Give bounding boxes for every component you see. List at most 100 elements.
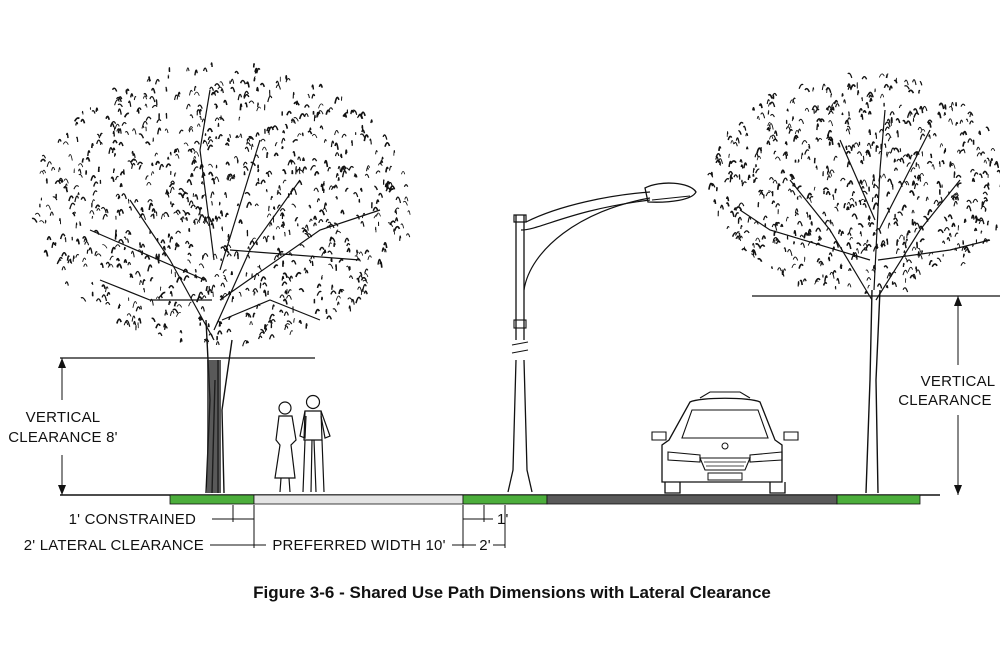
foliage-stroke (904, 79, 909, 86)
foliage-stroke (291, 119, 296, 124)
foliage-stroke (373, 214, 379, 219)
foliage-stroke (955, 195, 960, 201)
foliage-stroke (259, 282, 262, 289)
foliage-stroke (893, 221, 899, 227)
foliage-stroke (319, 125, 324, 130)
foliage-stroke (782, 268, 786, 275)
foliage-stroke (969, 112, 973, 118)
foliage-stroke (253, 76, 256, 82)
foliage-stroke (982, 170, 989, 175)
foliage-stroke (110, 246, 116, 254)
foliage-stroke (166, 193, 170, 198)
foliage-stroke (219, 81, 224, 86)
foliage-stroke (755, 237, 761, 243)
foliage-stroke (776, 183, 781, 190)
foliage-stroke (105, 208, 109, 214)
foliage-stroke (40, 158, 47, 163)
foliage-stroke (354, 255, 360, 260)
foliage-stroke (917, 247, 922, 253)
foliage-stroke (155, 160, 161, 166)
foliage-stroke (198, 316, 203, 321)
foliage-stroke (228, 315, 232, 321)
foliage-stroke (169, 151, 172, 156)
foliage-stroke (140, 243, 146, 248)
foliage-stroke (256, 86, 259, 92)
foliage-stroke (107, 263, 114, 268)
foliage-stroke (754, 163, 758, 168)
foliage-stroke (326, 315, 333, 320)
foliage-stroke (963, 218, 967, 223)
foliage-stroke (340, 166, 345, 173)
foliage-stroke (727, 170, 734, 175)
foliage-stroke (346, 242, 351, 247)
foliage-stroke (298, 169, 304, 174)
foliage-stroke (836, 202, 840, 207)
foliage-stroke (825, 107, 829, 111)
foliage-stroke (913, 112, 920, 118)
foliage-stroke (57, 138, 62, 143)
foliage-stroke (287, 289, 292, 294)
foliage-stroke (223, 99, 228, 106)
foliage-stroke (726, 131, 729, 137)
foliage-stroke (189, 114, 194, 119)
foliage-stroke (949, 161, 952, 167)
foliage-stroke (824, 219, 830, 225)
foliage-stroke (955, 121, 959, 126)
foliage-stroke (821, 83, 826, 91)
foliage-stroke (190, 172, 194, 178)
foliage-stroke (137, 249, 142, 254)
foliage-stroke (261, 146, 267, 151)
foliage-stroke (882, 173, 886, 179)
foliage-stroke (163, 325, 168, 330)
foliage-stroke (915, 269, 921, 275)
foliage-stroke (318, 209, 326, 216)
foliage-stroke (359, 271, 363, 276)
foliage-stroke (369, 138, 372, 145)
foliage-stroke (149, 229, 152, 234)
foliage-stroke (188, 128, 194, 133)
foliage-stroke (262, 282, 268, 287)
foliage-stroke (848, 180, 854, 185)
foliage-stroke (209, 86, 215, 91)
foliage-stroke (915, 266, 918, 271)
foliage-stroke (211, 284, 216, 291)
foliage-stroke (334, 152, 340, 157)
foliage-stroke (771, 134, 777, 140)
foliage-stroke (301, 132, 304, 137)
foliage-stroke (131, 315, 136, 322)
foliage-stroke (359, 133, 366, 138)
foliage-stroke (939, 143, 943, 148)
foliage-stroke (928, 252, 934, 257)
foliage-stroke (95, 107, 99, 112)
foliage-stroke (280, 224, 285, 228)
foliage-stroke (886, 207, 891, 213)
foliage-stroke (318, 110, 324, 115)
foliage-stroke (194, 269, 197, 273)
foliage-stroke (151, 208, 156, 213)
foliage-stroke (768, 176, 774, 181)
foliage-stroke (813, 157, 816, 164)
foliage-stroke (75, 222, 78, 229)
foliage-stroke (201, 172, 206, 178)
foliage-stroke (219, 210, 224, 217)
foliage-stroke (788, 128, 793, 134)
foliage-stroke (266, 213, 272, 218)
foliage-stroke (227, 236, 231, 242)
foliage-stroke (62, 141, 69, 145)
foliage-stroke (254, 68, 258, 74)
foliage-stroke (237, 93, 243, 101)
foliage-stroke (183, 275, 190, 281)
foliage-stroke (792, 97, 796, 103)
foliage-stroke (728, 160, 733, 168)
foliage-stroke (187, 148, 193, 153)
foliage-stroke (848, 227, 853, 233)
foliage-stroke (226, 174, 231, 180)
foliage-stroke (741, 247, 748, 252)
figure-caption: Figure 3-6 - Shared Use Path Dimensions … (253, 583, 771, 602)
foliage-stroke (203, 338, 209, 344)
foliage-stroke (212, 291, 214, 297)
foliage-stroke (886, 274, 891, 279)
foliage-stroke (326, 225, 331, 229)
foliage-stroke (789, 173, 795, 180)
foliage-stroke (186, 179, 193, 186)
